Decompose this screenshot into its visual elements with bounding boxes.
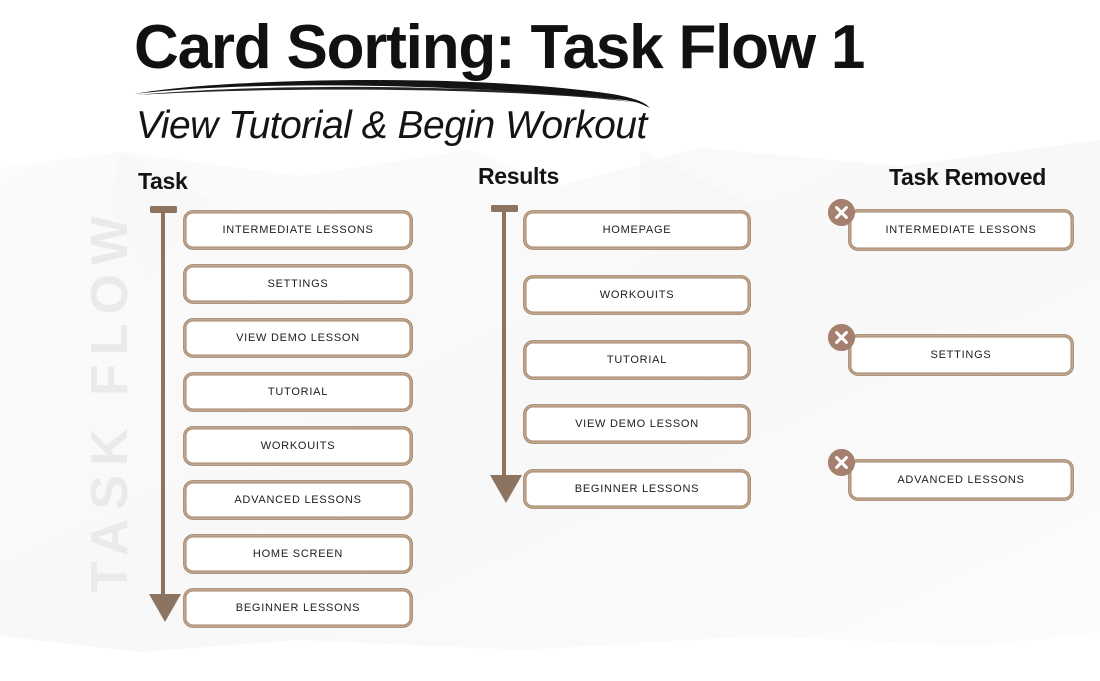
flow-arrow-results [490, 205, 522, 503]
card-label: INTERMEDIATE LESSONS [222, 224, 374, 236]
card-label: SETTINGS [930, 349, 992, 361]
card-task-7[interactable]: BEGINNER LESSONS [183, 588, 413, 628]
card-label: TUTORIAL [267, 386, 329, 398]
card-results-4[interactable]: BEGINNER LESSONS [523, 469, 751, 509]
card-label: ADVANCED LESSONS [897, 474, 1025, 486]
page-subtitle: View Tutorial & Begin Workout [136, 104, 647, 147]
card-label: BEGINNER LESSONS [574, 483, 700, 495]
card-task-0[interactable]: INTERMEDIATE LESSONS [183, 210, 413, 250]
card-label: VIEW DEMO LESSON [575, 418, 699, 430]
title-block: Card Sorting: Task Flow 1 View Tutorial … [134, 13, 954, 147]
card-label: INTERMEDIATE LESSONS [885, 224, 1037, 236]
card-results-3[interactable]: VIEW DEMO LESSON [523, 404, 751, 444]
card-removed-0[interactable]: INTERMEDIATE LESSONS [848, 209, 1074, 251]
card-removed-1[interactable]: SETTINGS [848, 334, 1074, 376]
column-header-task: Task [138, 168, 188, 194]
card-removed-2[interactable]: ADVANCED LESSONS [848, 459, 1074, 501]
card-label: VIEW DEMO LESSON [236, 332, 360, 344]
card-label: WORKOUITS [599, 289, 675, 301]
card-label: HOME SCREEN [252, 548, 344, 560]
card-label: BEGINNER LESSONS [235, 602, 361, 614]
column-header-results: Results [478, 163, 559, 189]
watermark-task-flow: TASK FLOW [81, 206, 139, 594]
card-results-0[interactable]: HOMEPAGE [523, 210, 751, 250]
card-label: WORKOUITS [260, 440, 336, 452]
column-header-task-removed: Task Removed [889, 164, 1047, 190]
card-results-1[interactable]: WORKOUITS [523, 275, 751, 315]
card-task-2[interactable]: VIEW DEMO LESSON [183, 318, 413, 358]
remove-x-icon[interactable] [828, 199, 855, 226]
x-glyph [828, 324, 855, 351]
page-title: Card Sorting: Task Flow 1 [134, 13, 865, 82]
remove-x-icon[interactable] [828, 324, 855, 351]
card-label: ADVANCED LESSONS [234, 494, 362, 506]
card-task-5[interactable]: ADVANCED LESSONS [183, 480, 413, 520]
x-glyph [828, 199, 855, 226]
card-label: HOMEPAGE [602, 224, 672, 236]
x-glyph [828, 449, 855, 476]
card-task-6[interactable]: HOME SCREEN [183, 534, 413, 574]
card-results-2[interactable]: TUTORIAL [523, 340, 751, 380]
card-label: TUTORIAL [606, 354, 668, 366]
remove-x-icon[interactable] [828, 449, 855, 476]
card-task-4[interactable]: WORKOUITS [183, 426, 413, 466]
card-task-1[interactable]: SETTINGS [183, 264, 413, 304]
flow-arrow-task [149, 206, 181, 622]
card-task-3[interactable]: TUTORIAL [183, 372, 413, 412]
card-label: SETTINGS [267, 278, 329, 290]
